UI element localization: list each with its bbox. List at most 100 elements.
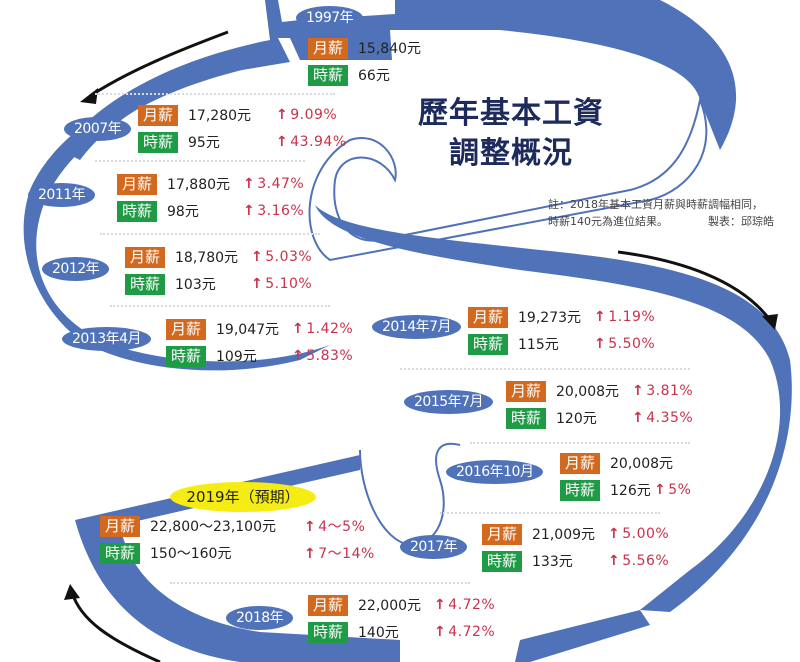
up-arrow-icon: ↑ xyxy=(304,519,317,535)
up-arrow-icon: ↑ xyxy=(304,546,317,562)
up-arrow-icon: ↑ xyxy=(243,176,256,192)
monthly-tag: 月薪 xyxy=(506,380,547,402)
up-arrow-icon: ↑ xyxy=(632,383,645,399)
monthly-value: 19,047元 xyxy=(216,322,280,338)
entry-2013-04: 月薪 19,047元 ↑1.42% 時薪 109元 ↑5.83% xyxy=(166,317,353,371)
hourly-value: 103元 xyxy=(175,277,216,293)
up-arrow-icon: ↑ xyxy=(654,482,667,498)
monthly-tag: 月薪 xyxy=(468,306,509,328)
year-badge-2017: 2017年 xyxy=(400,535,468,559)
ribbon-inner-curl xyxy=(308,96,708,262)
hourly-value: 109元 xyxy=(216,349,257,365)
separator xyxy=(470,442,690,444)
ribbon-bottom-bowl xyxy=(75,455,400,662)
monthly-change: 3.47% xyxy=(257,176,305,192)
up-arrow-icon: ↑ xyxy=(251,249,264,265)
hourly-change: 3.16% xyxy=(257,203,305,219)
credit: 製表：邱琮皓 xyxy=(708,215,774,228)
entry-2012: 月薪 18,780元 ↑5.03% 時薪 103元 ↑5.10% xyxy=(125,245,312,299)
up-arrow-icon: ↑ xyxy=(292,348,305,364)
separator xyxy=(400,368,690,370)
monthly-tag: 月薪 xyxy=(117,173,158,195)
monthly-tag: 月薪 xyxy=(166,318,207,340)
separator xyxy=(95,93,335,95)
monthly-tag: 月薪 xyxy=(138,104,179,126)
monthly-value: 17,280元 xyxy=(188,108,252,124)
hourly-change: 5.56% xyxy=(622,553,670,569)
hourly-tag: 時薪 xyxy=(560,479,601,501)
monthly-tag: 月薪 xyxy=(125,246,166,268)
up-arrow-icon: ↑ xyxy=(434,624,447,640)
year-badge-2013-04: 2013年4月 xyxy=(62,327,152,351)
year-badge-2012: 2012年 xyxy=(42,257,110,281)
arrow-bottom-left xyxy=(70,591,161,662)
up-arrow-icon: ↑ xyxy=(608,526,621,542)
year-badge-1997: 1997年 xyxy=(296,6,364,30)
hourly-value: 98元 xyxy=(167,204,199,220)
hourly-tag: 時薪 xyxy=(125,273,166,295)
monthly-value: 20,008元 xyxy=(556,384,620,400)
hourly-value: 66元 xyxy=(358,68,390,84)
forecast-badge-2019: 2019年（預期） xyxy=(170,482,316,512)
year-badge-2016-10: 2016年10月 xyxy=(446,460,544,484)
hourly-change: 5.83% xyxy=(306,348,354,364)
monthly-value: 18,780元 xyxy=(175,250,239,266)
separator xyxy=(170,582,470,584)
monthly-change: 5.03% xyxy=(265,249,313,265)
up-arrow-icon: ↑ xyxy=(292,321,305,337)
hourly-change: 5.10% xyxy=(265,276,313,292)
separator xyxy=(95,160,305,162)
year-badge-2015-07: 2015年7月 xyxy=(404,390,494,414)
page-title: 歷年基本工資 調整概況 xyxy=(418,94,604,174)
monthly-value: 17,880元 xyxy=(167,177,231,193)
up-arrow-icon: ↑ xyxy=(251,276,264,292)
hourly-tag: 時薪 xyxy=(138,131,179,153)
ribbon-bottom-right xyxy=(515,610,650,662)
hourly-value: 140元 xyxy=(358,625,399,641)
hourly-tag: 時薪 xyxy=(308,621,349,643)
monthly-value: 15,840元 xyxy=(358,41,422,57)
year-badge-2007: 2007年 xyxy=(64,117,132,141)
up-arrow-icon: ↑ xyxy=(632,410,645,426)
monthly-change: 4.72% xyxy=(448,597,496,613)
hourly-change: 4.35% xyxy=(646,410,694,426)
monthly-tag: 月薪 xyxy=(100,515,141,537)
monthly-change: 1.42% xyxy=(306,321,354,337)
monthly-tag: 月薪 xyxy=(308,594,349,616)
hourly-change: 5.50% xyxy=(608,336,656,352)
entry-2018: 月薪 22,000元 ↑4.72% 時薪 140元 ↑4.72% xyxy=(308,593,495,647)
up-arrow-icon: ↑ xyxy=(434,597,447,613)
hourly-change: 4.72% xyxy=(448,624,496,640)
hourly-value: 95元 xyxy=(188,135,220,151)
monthly-value: 22,000元 xyxy=(358,598,422,614)
hourly-value: 150～160元 xyxy=(150,546,232,562)
monthly-tag: 月薪 xyxy=(482,523,523,545)
monthly-change: 3.81% xyxy=(646,383,694,399)
monthly-change: 4～5% xyxy=(318,519,366,535)
title-line-2: 調整概況 xyxy=(449,136,573,171)
hourly-tag: 時薪 xyxy=(482,550,523,572)
hourly-tag: 時薪 xyxy=(166,345,207,367)
arrow-top-left xyxy=(89,30,229,98)
year-badge-2014-07: 2014年7月 xyxy=(372,315,462,339)
hourly-change: 5% xyxy=(668,482,692,498)
monthly-tag: 月薪 xyxy=(308,37,349,59)
hourly-value: 115元 xyxy=(518,337,559,353)
year-badge-2011: 2011年 xyxy=(28,183,96,207)
hourly-change: 43.94% xyxy=(290,134,347,150)
monthly-value: 19,273元 xyxy=(518,310,582,326)
separator xyxy=(440,512,660,514)
monthly-value: 20,008元 xyxy=(610,456,674,472)
title-line-1: 歷年基本工資 xyxy=(418,96,604,131)
hourly-tag: 時薪 xyxy=(100,542,141,564)
arrow-bottom-left-head xyxy=(64,584,80,600)
year-badge-2018: 2018年 xyxy=(226,606,294,630)
monthly-value: 22,800～23,100元 xyxy=(150,519,276,535)
